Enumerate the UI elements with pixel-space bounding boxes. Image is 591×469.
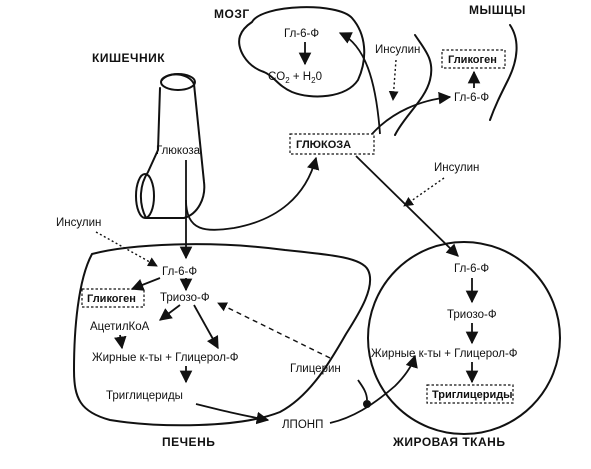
muscle-glycogen-label: Гликоген — [448, 54, 497, 66]
insulin-dotted-liver — [95, 231, 158, 267]
intestine-top-opening — [160, 73, 196, 91]
muscle-fiber-right — [489, 24, 518, 121]
arrow-vldl-to-adipose — [329, 354, 418, 424]
insulin-brain-label: Инсулин — [375, 44, 420, 56]
insulin-adipose-label: Инсулин — [434, 162, 479, 174]
glycerol-label: Глицерин — [290, 363, 341, 375]
liver-glycogen-label: Гликоген — [87, 293, 136, 305]
arrow-glucose-to-brain — [338, 32, 381, 135]
brain-outline — [238, 6, 366, 98]
muscle-glycogen-box — [441, 49, 506, 69]
glucose-center-label: ГЛЮКОЗА — [296, 139, 351, 151]
adipose-outline — [367, 241, 561, 435]
muscle-g6p-label: Гл-6-Ф — [454, 92, 489, 104]
liver-g6p-label: Гл-6-Ф — [162, 266, 197, 278]
liver-fatty-label: Жирные к-ты + Глицерол-Ф — [92, 352, 239, 364]
brain-title: МОЗГ — [214, 7, 250, 21]
arrow-tg-to-vldl — [195, 403, 270, 425]
arrow-triose-to-fatty — [193, 304, 219, 350]
vldl-junction-dot — [363, 400, 371, 408]
vldl-label: ЛПОНП — [282, 419, 323, 431]
liver-tg-label: Триглицериды — [106, 390, 183, 402]
insulin-dotted-adipose — [403, 177, 445, 207]
brain-g6p-label: Гл-6-Ф — [284, 28, 319, 40]
liver-outline — [73, 243, 372, 427]
adipose-triose-label: Триозо-Ф — [447, 309, 497, 321]
liver-title: ПЕЧЕНЬ — [162, 435, 215, 449]
glycerol-to-triose-dashed — [217, 302, 331, 359]
arrow-intestine-to-glucose — [185, 156, 320, 231]
adipose-tg-box — [426, 384, 514, 404]
adipose-tg-label: Триглицериды — [432, 389, 513, 401]
glucose-intestine-label: Глюкоза — [156, 145, 201, 157]
intestine-bottom-opening — [135, 173, 155, 219]
junction-to-glycerol — [357, 379, 368, 401]
liver-glycogen-box — [81, 288, 145, 308]
adipose-fatty-label: Жирные к-ты + Глицерол-Ф — [371, 348, 518, 360]
adipose-title: ЖИРОВАЯ ТКАНЬ — [392, 435, 505, 449]
muscle-fiber-left — [394, 34, 433, 136]
adipose-g6p-label: Гл-6-Ф — [454, 263, 489, 275]
acetylcoa-label: АцетилКоА — [90, 321, 150, 333]
co2-h2o-label: CO2 + H20 — [268, 71, 322, 85]
liver-triose-label: Триозо-Ф — [160, 292, 210, 304]
arrow-triose-to-acetylcoa — [158, 304, 181, 321]
insulin-liver-label: Инсулин — [56, 217, 101, 229]
arrow-glucose-to-muscle — [371, 91, 452, 135]
glucose-center-box — [289, 133, 375, 155]
arrow-acetylcoa-to-fatty — [114, 334, 127, 350]
muscles-title: МЫШЦЫ — [469, 3, 526, 17]
arrow-liver-g6p-to-glycogen — [130, 277, 161, 291]
intestine-title: КИШЕЧНИК — [92, 51, 165, 65]
insulin-dotted-muscle — [388, 59, 399, 101]
